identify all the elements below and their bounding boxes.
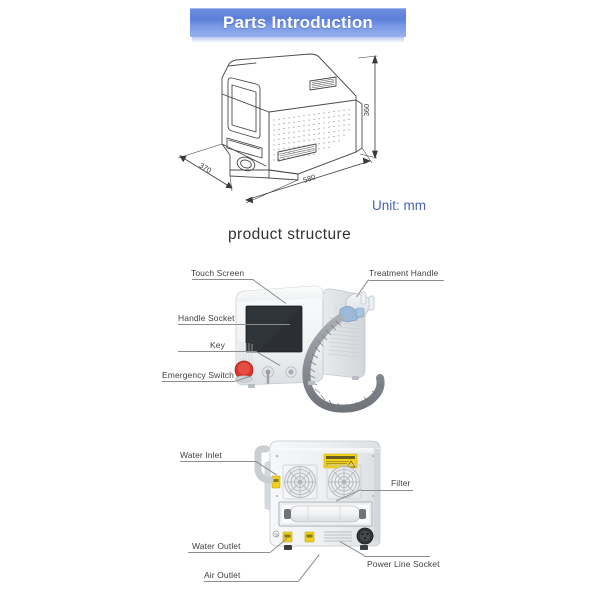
page-title-banner: Parts Introduction bbox=[190, 8, 406, 43]
leader-key bbox=[178, 351, 256, 352]
label-power-line-socket: Power Line Socket bbox=[367, 559, 440, 569]
label-key: Key bbox=[210, 340, 225, 350]
label-touch-screen: Touch Screen bbox=[191, 268, 245, 278]
label-treatment-handle: Treatment Handle bbox=[369, 268, 439, 278]
svg-text:360: 360 bbox=[362, 104, 371, 117]
unit-note: Unit: mm bbox=[372, 198, 426, 213]
leader-water-outlet bbox=[188, 552, 270, 553]
svg-text:370: 370 bbox=[198, 161, 213, 175]
page-title: Parts Introduction bbox=[223, 12, 373, 32]
leader-filter bbox=[361, 490, 413, 491]
front-view-product-image bbox=[228, 282, 408, 414]
leader-touch-screen bbox=[192, 279, 253, 280]
leader-air-outlet bbox=[204, 581, 298, 582]
leader-water-inlet bbox=[180, 461, 256, 462]
leader-power-line-socket bbox=[364, 556, 430, 557]
section-title-product-structure: product structure bbox=[228, 226, 352, 243]
leader-emergency-switch bbox=[162, 381, 234, 382]
rear-view-product-image bbox=[248, 436, 408, 566]
label-emergency-switch: Emergency Switch bbox=[162, 370, 234, 380]
label-air-outlet: Air Outlet bbox=[204, 570, 241, 580]
leader-treatment-handle bbox=[369, 280, 444, 281]
label-filter: Filter bbox=[391, 478, 411, 488]
label-water-outlet: Water Outlet bbox=[192, 541, 241, 551]
dimension-line-drawing: 360 370 580 bbox=[170, 48, 415, 208]
svg-text:580: 580 bbox=[302, 172, 317, 184]
leader-handle-socket bbox=[178, 324, 290, 325]
label-handle-socket: Handle Socket bbox=[178, 313, 235, 323]
label-water-inlet: Water Inlet bbox=[180, 450, 222, 460]
